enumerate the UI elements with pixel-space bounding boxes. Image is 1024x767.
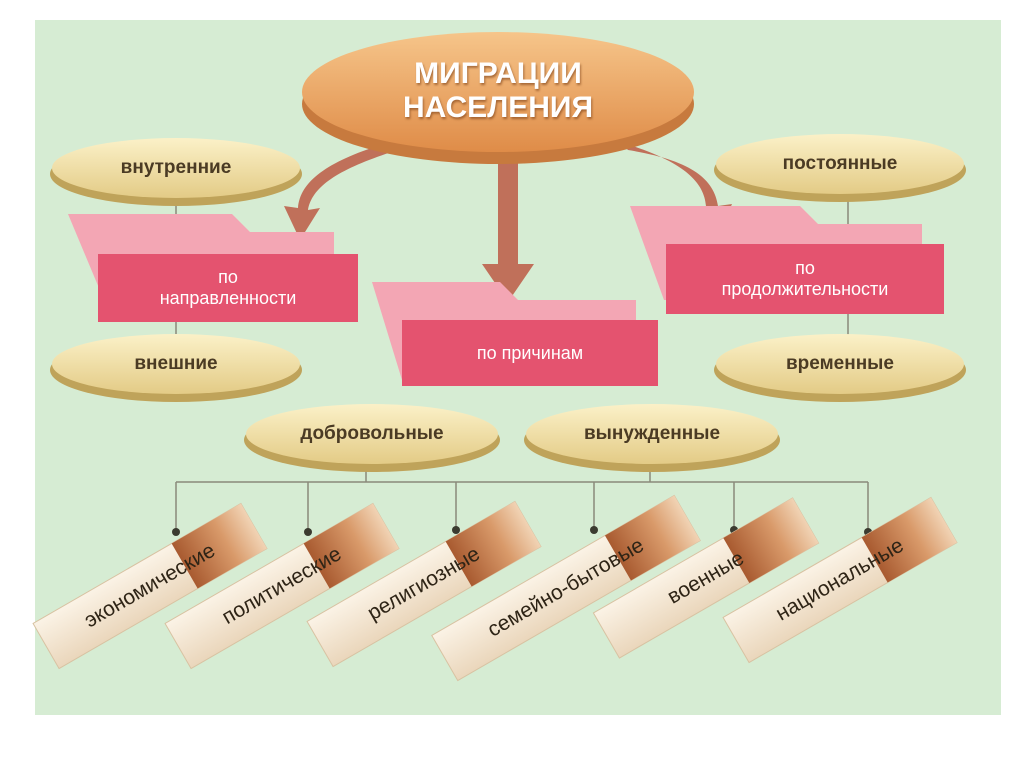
category-box-direction (98, 254, 358, 322)
card-religious (306, 500, 542, 668)
card-national (722, 496, 958, 664)
card-family (431, 494, 701, 682)
arrow-left (284, 142, 398, 240)
oval-voluntary (244, 404, 500, 472)
category-boxes (98, 244, 944, 386)
card-economic (32, 502, 268, 670)
category-box-duration (666, 244, 944, 314)
oval-forced (524, 404, 780, 472)
card-military (592, 497, 820, 659)
oval-temporary (714, 334, 966, 402)
reason-cards (32, 494, 958, 682)
category-box-causes (402, 320, 658, 386)
oval-permanent (714, 134, 966, 202)
card-political (164, 502, 400, 670)
oval-internal (50, 138, 302, 206)
oval-external (50, 334, 302, 402)
type-ovals (50, 134, 966, 472)
main-oval (302, 32, 694, 164)
arrow-center (482, 150, 534, 302)
